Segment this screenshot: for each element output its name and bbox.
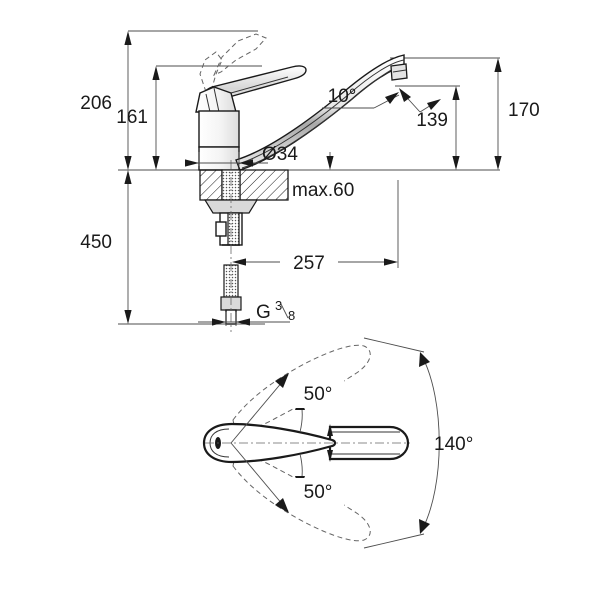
- dimension-139: 139: [399, 86, 460, 170]
- spout-phantom-up: [232, 344, 371, 432]
- dimension-angle-50-lower: 50°: [230, 442, 344, 513]
- dimension-206: 206: [80, 31, 132, 170]
- note-thread-g38-main: G: [256, 302, 271, 323]
- top-plan-view: 50° 50° 140°: [202, 337, 473, 549]
- note-thread-g38-numerator: 3: [275, 298, 282, 313]
- dimension-450-label: 450: [80, 232, 112, 253]
- mixer-cylinder-upper: [198, 110, 240, 148]
- note-thread-g38: G 3 8: [198, 298, 295, 326]
- mixer-cylinder-lower: [198, 146, 240, 171]
- dimension-170: 170: [494, 58, 540, 170]
- spout-phantom-down: [232, 454, 371, 542]
- dimension-diameter-34-label: Ø34: [262, 144, 298, 165]
- lever-raised-phantom: [199, 33, 267, 93]
- extension-lines: [118, 30, 500, 325]
- spout-plan-outline: [328, 425, 410, 461]
- dimension-257-label: 257: [293, 253, 325, 274]
- note-max-60: max.60: [292, 152, 354, 201]
- dimension-161-label: 161: [116, 107, 148, 128]
- dimension-angle-140-label: 140°: [434, 434, 473, 455]
- mixer-body: [195, 33, 408, 171]
- dimension-450: 450: [80, 170, 132, 324]
- spout-outlet: [390, 63, 408, 81]
- dimension-angle-10-label: 10°: [328, 86, 357, 107]
- dimension-161: 161: [116, 66, 160, 170]
- dimension-angle-50-lower-label: 50°: [304, 482, 333, 503]
- note-thread-g38-denominator: 8: [288, 308, 295, 323]
- note-max-60-label: max.60: [292, 180, 354, 201]
- dimension-139-label: 139: [416, 110, 448, 131]
- mounting-shank-assembly: [203, 160, 259, 332]
- dimension-170-label: 170: [508, 100, 540, 121]
- dimension-diameter-34: Ø34: [185, 144, 298, 167]
- dimension-angle-50-upper: 50°: [230, 373, 344, 444]
- dimension-angle-140: 140°: [363, 337, 473, 549]
- dimension-257: 257: [232, 180, 399, 275]
- dimension-206-label: 206: [80, 93, 112, 114]
- countertop-section: [199, 169, 289, 201]
- dimension-angle-10: 10°: [322, 86, 400, 109]
- shank-clip: [215, 221, 227, 237]
- front-elevation-view: 206 161 450: [80, 30, 540, 332]
- spout-plan-solid: [202, 422, 410, 464]
- dimension-angle-50-upper-label: 50°: [304, 384, 333, 405]
